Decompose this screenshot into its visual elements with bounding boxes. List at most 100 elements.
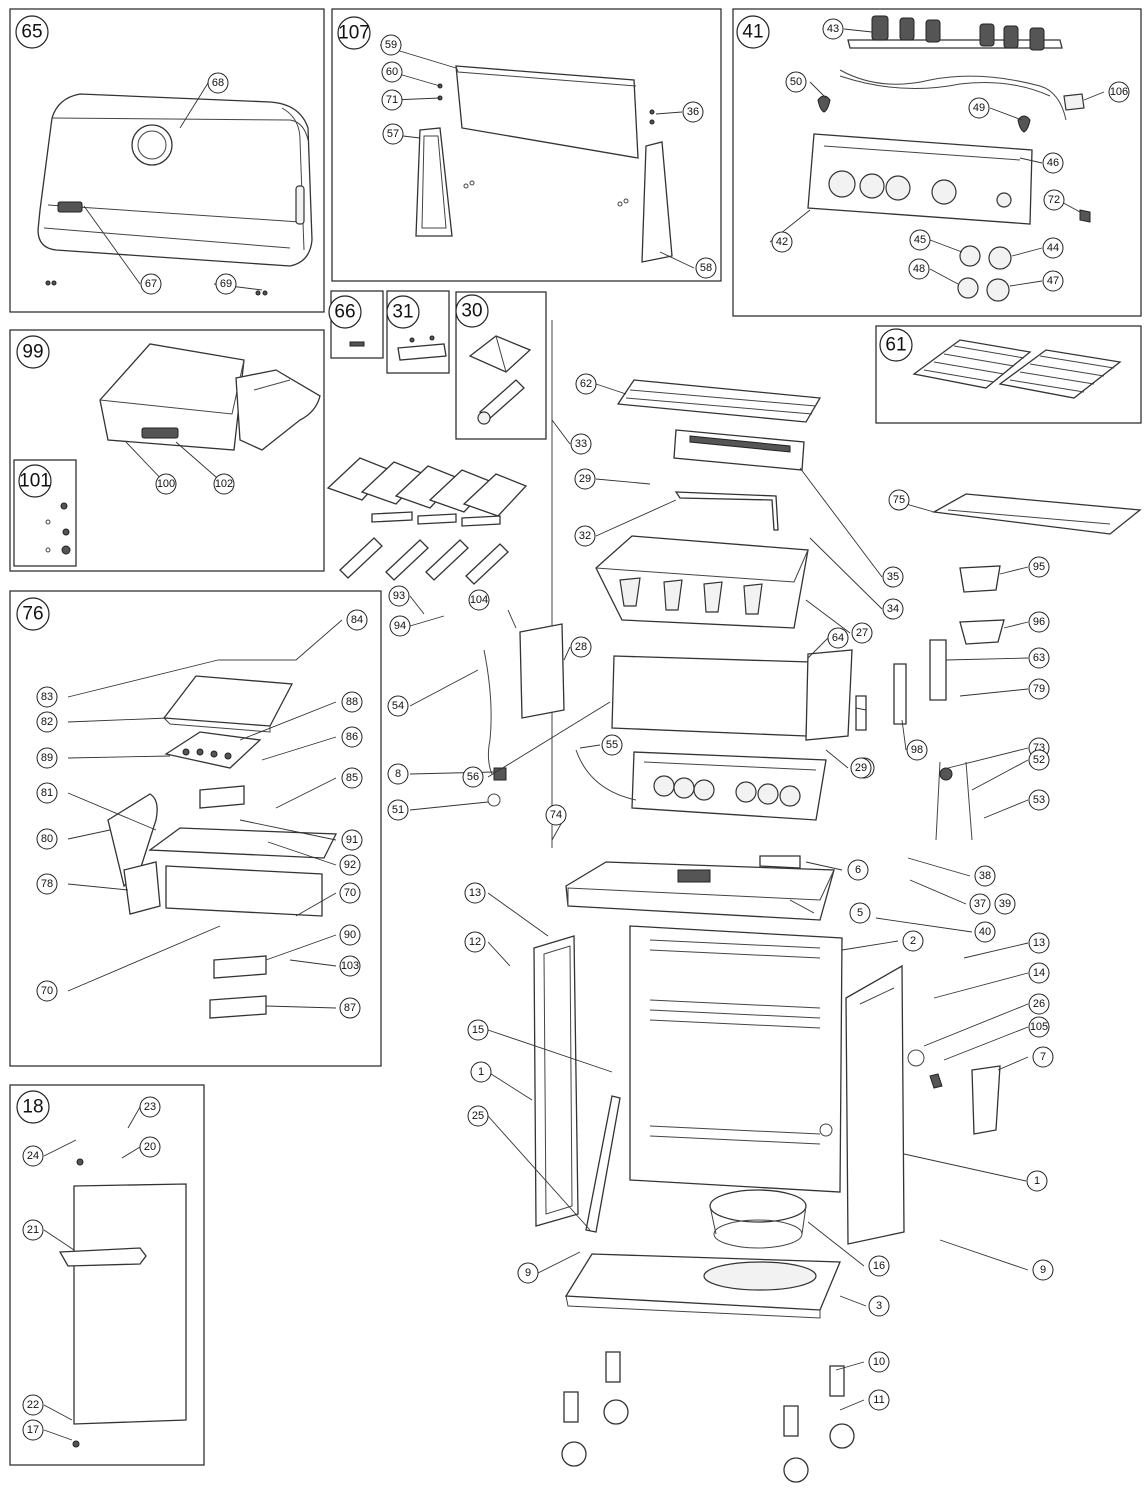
part-callout: 68 [207, 72, 229, 94]
part-callout: 75 [888, 489, 910, 511]
panel-61-grids [875, 325, 1142, 424]
part-callout: 24 [22, 1145, 44, 1167]
svg-text:64: 64 [832, 632, 844, 644]
panel-number-label: 107 [337, 16, 371, 50]
part-callout: 6 [847, 859, 869, 881]
part-callout: 23 [139, 1096, 161, 1118]
svg-text:18: 18 [22, 1097, 43, 1118]
svg-text:60: 60 [386, 66, 398, 78]
svg-text:75: 75 [893, 494, 905, 506]
svg-text:7: 7 [1040, 1051, 1046, 1063]
part-callout: 92 [339, 854, 361, 876]
svg-text:70: 70 [344, 887, 356, 899]
part-callout: 55 [601, 734, 623, 756]
part-callout: 48 [908, 258, 930, 280]
part-callout: 62 [575, 373, 597, 395]
part-callout: 82 [36, 711, 58, 733]
svg-text:21: 21 [27, 1224, 39, 1236]
part-callout: 21 [22, 1219, 44, 1241]
svg-text:36: 36 [687, 106, 699, 118]
svg-text:101: 101 [19, 471, 51, 492]
svg-text:37: 37 [974, 898, 986, 910]
svg-text:102: 102 [215, 478, 233, 490]
svg-text:3: 3 [876, 1300, 882, 1312]
svg-text:98: 98 [911, 744, 923, 756]
svg-text:45: 45 [914, 234, 926, 246]
part-callout: 20 [139, 1136, 161, 1158]
part-callout: 3 [868, 1295, 890, 1317]
svg-text:22: 22 [27, 1399, 39, 1411]
svg-text:9: 9 [1040, 1264, 1046, 1276]
svg-text:13: 13 [1033, 937, 1045, 949]
part-callout: 43 [822, 18, 844, 40]
part-callout: 1 [1026, 1170, 1048, 1192]
part-callout: 9 [517, 1262, 539, 1284]
svg-text:57: 57 [387, 128, 399, 140]
svg-text:78: 78 [41, 878, 53, 890]
svg-text:94: 94 [394, 620, 406, 632]
svg-text:107: 107 [338, 23, 370, 44]
part-callout: 13 [464, 882, 486, 904]
svg-text:82: 82 [41, 716, 53, 728]
svg-text:65: 65 [21, 22, 42, 43]
svg-text:38: 38 [979, 870, 991, 882]
svg-text:30: 30 [461, 301, 482, 322]
part-callout: 89 [36, 747, 58, 769]
svg-text:105: 105 [1030, 1021, 1048, 1033]
part-callout: 58 [695, 257, 717, 279]
part-callout: 106 [1108, 81, 1130, 103]
svg-text:54: 54 [392, 700, 404, 712]
part-callout: 46 [1042, 152, 1064, 174]
part-callout: 15 [467, 1019, 489, 1041]
part-callout: 69 [215, 273, 237, 295]
part-callout: 29 [574, 468, 596, 490]
svg-text:34: 34 [887, 603, 899, 615]
svg-text:87: 87 [344, 1002, 356, 1014]
part-callout: 96 [1028, 611, 1050, 633]
part-callout: 51 [387, 799, 409, 821]
part-callout: 60 [381, 61, 403, 83]
part-callout: 103 [339, 955, 361, 977]
part-callout: 94 [389, 615, 411, 637]
part-callout: 45 [909, 229, 931, 251]
panel-number-label: 65 [15, 15, 49, 49]
part-callout: 105 [1028, 1016, 1050, 1038]
svg-text:103: 103 [341, 960, 359, 972]
part-callout: 104 [468, 589, 490, 611]
part-callout: 78 [36, 873, 58, 895]
svg-text:95: 95 [1033, 561, 1045, 573]
svg-text:28: 28 [575, 641, 587, 653]
part-callout: 100 [155, 473, 177, 495]
svg-text:15: 15 [472, 1024, 484, 1036]
part-callout: 74 [545, 804, 567, 826]
panel-number-label: 61 [879, 328, 913, 362]
svg-text:74: 74 [550, 809, 562, 821]
part-callout: 12 [464, 931, 486, 953]
part-callout: 38 [974, 865, 996, 887]
svg-text:46: 46 [1047, 157, 1059, 169]
part-callout: 64 [827, 627, 849, 649]
panel-number-label: 99 [16, 335, 50, 369]
part-callout: 91 [341, 829, 363, 851]
svg-text:99: 99 [22, 342, 43, 363]
svg-text:16: 16 [873, 1260, 885, 1272]
panel-number-label: 18 [16, 1090, 50, 1124]
svg-text:32: 32 [579, 530, 591, 542]
svg-text:2: 2 [910, 935, 916, 947]
svg-text:55: 55 [606, 739, 618, 751]
part-callout: 83 [36, 686, 58, 708]
svg-text:48: 48 [913, 263, 925, 275]
part-callout: 50 [785, 71, 807, 93]
svg-text:100: 100 [157, 478, 175, 490]
panel-number-label: 31 [386, 295, 420, 329]
part-callout: 84 [346, 609, 368, 631]
svg-text:52: 52 [1033, 754, 1045, 766]
part-callout: 11 [868, 1389, 890, 1411]
part-callout: 35 [882, 566, 904, 588]
part-callout: 90 [339, 924, 361, 946]
part-callout: 33 [570, 433, 592, 455]
svg-text:81: 81 [41, 787, 53, 799]
svg-text:79: 79 [1033, 683, 1045, 695]
